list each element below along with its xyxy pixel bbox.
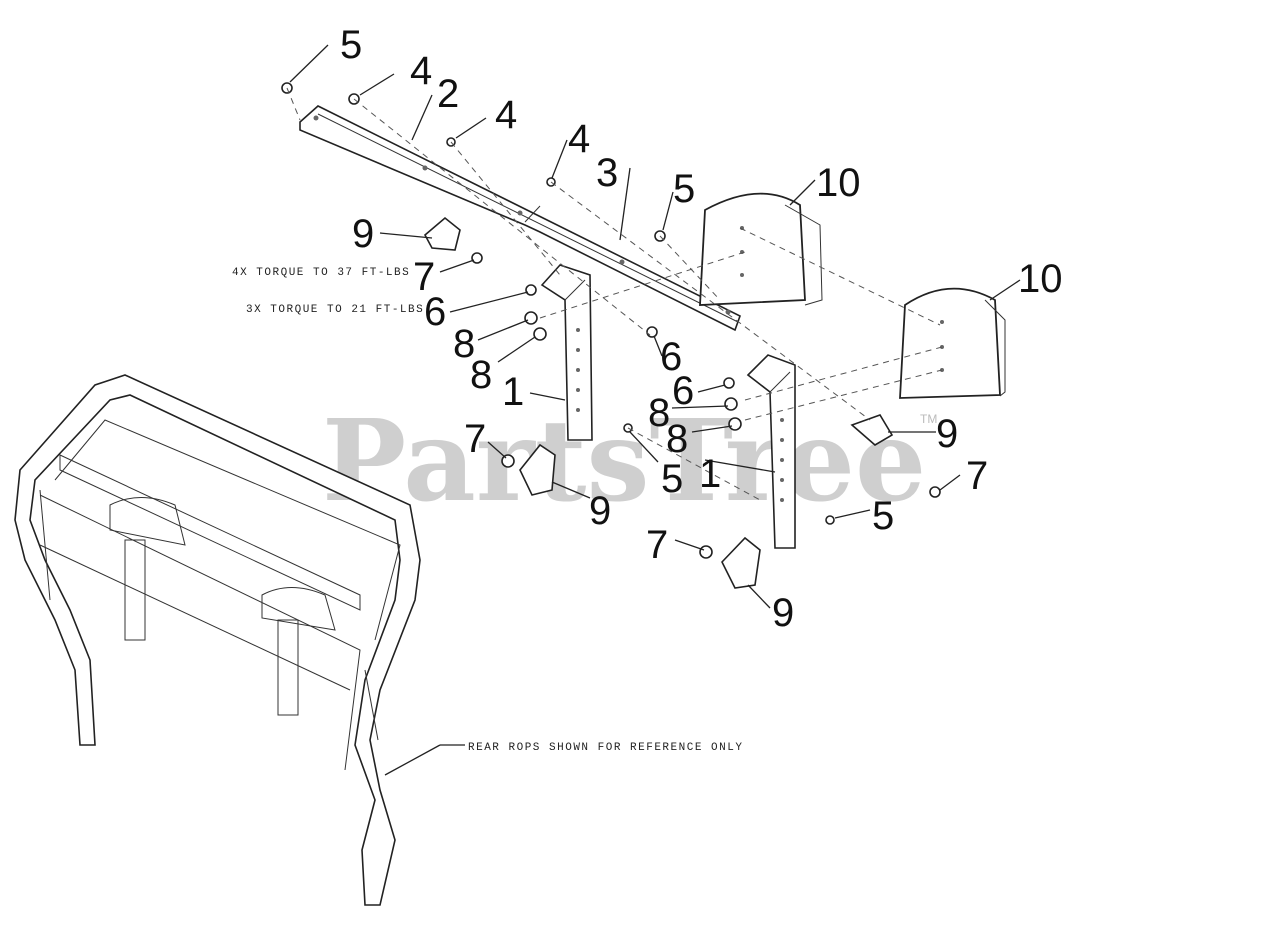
clamp-top-left	[423, 216, 461, 251]
callouts: 5 4 2 4 4 3 5 10 10 9 7 6 8 8 6 6 1 8 8 …	[340, 23, 1063, 635]
callout-2: 2	[437, 72, 459, 116]
vertical-bracket-right	[746, 354, 796, 549]
callout-7: 7	[966, 454, 988, 498]
callout-9: 9	[589, 489, 611, 533]
callout-5: 5	[673, 167, 695, 211]
note-rops-reference: REAR ROPS SHOWN FOR REFERENCE ONLY	[468, 742, 743, 754]
callout-7: 7	[646, 523, 668, 567]
callout-10: 10	[1018, 257, 1063, 301]
callout-9: 9	[936, 412, 958, 456]
callout-7: 7	[413, 255, 435, 299]
callout-5: 5	[661, 457, 683, 501]
callout-6: 6	[672, 369, 694, 413]
callout-5: 5	[340, 23, 362, 67]
rear-rops-frame	[14, 374, 465, 906]
clamp-right-lower	[721, 536, 761, 589]
clamp-center	[519, 443, 556, 496]
callout-8: 8	[666, 417, 688, 461]
callout-8: 8	[648, 391, 670, 435]
callout-8: 8	[470, 353, 492, 397]
vertical-bracket-left	[540, 264, 593, 441]
callout-4: 4	[495, 93, 517, 137]
callout-4: 4	[568, 117, 590, 161]
callout-6: 6	[424, 290, 446, 334]
callout-5: 5	[872, 494, 894, 538]
callout-9: 9	[352, 212, 374, 256]
callout-6: 6	[660, 335, 682, 379]
callout-4: 4	[410, 49, 432, 93]
weight-pad-upper	[699, 192, 823, 306]
rops-leader-line	[384, 744, 441, 776]
notes: 4X TORQUE TO 37 FT-LBS 3X TORQUE TO 21 F…	[232, 267, 743, 754]
assembly-lines	[286, 87, 943, 501]
note-torque-3x: 3X TORQUE TO 21 FT-LBS	[246, 304, 424, 316]
watermark-trademark: TM	[920, 412, 937, 426]
callout-10: 10	[816, 161, 861, 205]
clamp-right-upper	[850, 414, 894, 446]
callout-8: 8	[453, 322, 475, 366]
weight-bracket-bar	[299, 105, 741, 332]
watermark-text: PartsTree	[322, 396, 926, 527]
weight-pad-lower	[899, 287, 1006, 399]
callout-1: 1	[502, 370, 524, 414]
callout-7: 7	[464, 417, 486, 461]
callout-1: 1	[699, 452, 721, 496]
leader-lines	[289, 44, 1021, 609]
note-torque-4x: 4X TORQUE TO 37 FT-LBS	[232, 267, 410, 279]
callout-3: 3	[596, 151, 618, 195]
watermark: PartsTree TM	[322, 396, 937, 527]
callout-9: 9	[772, 591, 794, 635]
